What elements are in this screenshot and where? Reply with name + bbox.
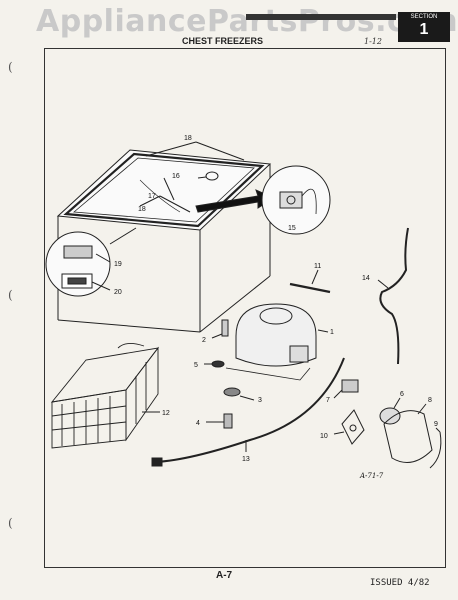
callout-16: 16: [172, 173, 180, 180]
handwritten-note: 1-12: [364, 37, 382, 46]
callout-8: 8: [428, 397, 432, 404]
callout-19: 19: [114, 261, 122, 268]
callout-14: 14: [362, 275, 370, 282]
spacer: [223, 413, 233, 429]
callout-3: 3: [258, 397, 262, 404]
callout-15: 15: [288, 225, 296, 232]
callout-12: 12: [162, 410, 170, 417]
cover: [383, 410, 433, 463]
clip: [429, 431, 442, 469]
page-title: CHEST FREEZERS: [182, 36, 264, 46]
callout-5: 5: [194, 362, 198, 369]
power-cord: [155, 357, 345, 463]
grommet: [211, 360, 225, 368]
header-bar: [246, 14, 396, 20]
mount: [223, 387, 241, 397]
callout-6: 6: [400, 391, 404, 398]
section-number: 1: [419, 21, 429, 38]
compressor: [225, 303, 317, 381]
wire-basket: [50, 343, 160, 449]
callout-2: 2: [202, 337, 206, 344]
issued-date: ISSUED 4/82: [370, 578, 430, 588]
callout-13: 13: [242, 456, 250, 463]
tube: [289, 282, 331, 294]
margin-mark: (: [8, 516, 13, 530]
watermark-logo: AppliancePartsPros.com: [36, 4, 458, 39]
section-box: SECTION 1: [398, 12, 450, 42]
overload: [379, 407, 401, 425]
bracket: [341, 409, 365, 445]
page-number: A-7: [216, 570, 233, 581]
callout-1: 1: [330, 329, 334, 336]
figure-code: A-71-7: [359, 472, 384, 480]
callout-4: 4: [196, 420, 200, 427]
callout-9: 9: [434, 421, 438, 428]
callout-18: 18: [184, 135, 192, 142]
section-label: SECTION: [410, 14, 438, 20]
drain-plug-icon: [205, 171, 219, 181]
freezer-cabinet: [56, 149, 272, 333]
diagram-frame: [44, 48, 446, 568]
condenser-tube: [379, 227, 409, 365]
margin-mark: (: [8, 288, 13, 302]
callout-7: 7: [326, 397, 330, 404]
relay: [341, 379, 359, 393]
callout-11: 11: [314, 263, 321, 270]
bolt: [221, 319, 229, 337]
callout-18: 18: [138, 206, 146, 213]
callout-20: 20: [114, 289, 122, 296]
margin-mark: (: [8, 60, 13, 74]
callout-10: 10: [320, 433, 328, 440]
callout-17: 17: [148, 193, 156, 200]
